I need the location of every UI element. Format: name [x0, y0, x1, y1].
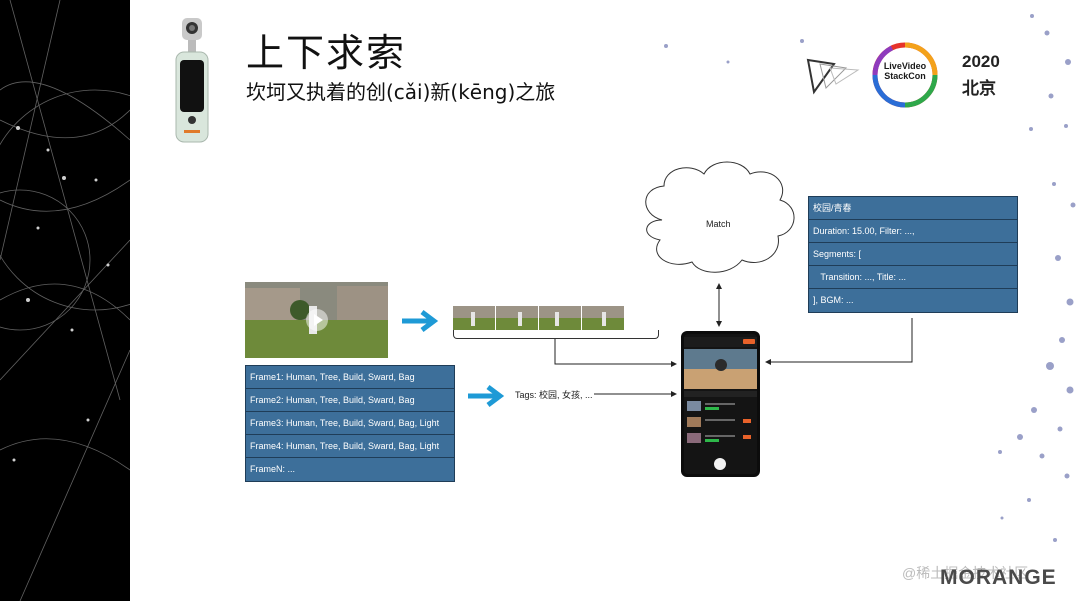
- table-row: Transition: ..., Title: ...: [809, 266, 1017, 289]
- brand-logo: MORANGE: [940, 566, 1057, 589]
- left-decor-panel: [0, 0, 130, 601]
- match-label: Match: [706, 219, 731, 229]
- blue-arrow-icon: [402, 310, 439, 332]
- badge-text-line1: LiveVideo: [883, 61, 927, 71]
- match-cloud: [645, 161, 795, 273]
- source-video-thumbnail: [245, 282, 388, 358]
- tags-label: Tags: 校园, 女孩, ...: [515, 390, 593, 400]
- slide-subtitle: 坎坷又执着的创(cǎi)新(kēng)之旅: [246, 80, 556, 104]
- triangle-logo: [806, 58, 860, 95]
- conference-year: 2020: [962, 52, 1000, 71]
- table-row: FrameN: ...: [250, 464, 296, 474]
- table-row: Segments: [: [809, 243, 1017, 266]
- network-lines-graphic: [0, 0, 130, 601]
- phone-app-mockup: [681, 331, 760, 477]
- table-row: Frame2: Human, Tree, Build, Sward, Bag: [246, 389, 454, 412]
- table-row: Frame4: Human, Tree, Build, Sward, Bag, …: [246, 435, 454, 458]
- blue-arrow-icon: [468, 385, 505, 407]
- table-row: Duration: 15.00, Filter: ...,: [809, 220, 1017, 243]
- livevideostackcon-badge-logo: [872, 42, 938, 108]
- extracted-frames-strip: [453, 306, 624, 330]
- frame-tags-table: Frame1: Human, Tree, Build, Sward, Bag F…: [245, 365, 455, 482]
- frame-thumbnail: [582, 306, 624, 330]
- template-meta-table: 校园/青春 Duration: 15.00, Filter: ..., Segm…: [808, 196, 1018, 313]
- frame-thumbnail: [539, 306, 581, 330]
- frame-thumbnail: [496, 306, 538, 330]
- badge-text-line2: StackCon: [884, 71, 926, 81]
- frames-bracket: [453, 330, 659, 339]
- table-row: 校园/青春: [809, 197, 1017, 220]
- slide-title: 上下求索: [246, 31, 407, 75]
- conference-city: 北京: [962, 79, 996, 98]
- table-row: Frame1: Human, Tree, Build, Sward, Bag: [246, 366, 454, 389]
- watermark-text: @稀土掘金技术社区: [902, 565, 1029, 581]
- table-row: ], BGM: ...: [813, 295, 854, 305]
- frame-thumbnail: [453, 306, 495, 330]
- gimbal-camera-image: [175, 18, 209, 143]
- table-row: Frame3: Human, Tree, Build, Sward, Bag, …: [246, 412, 454, 435]
